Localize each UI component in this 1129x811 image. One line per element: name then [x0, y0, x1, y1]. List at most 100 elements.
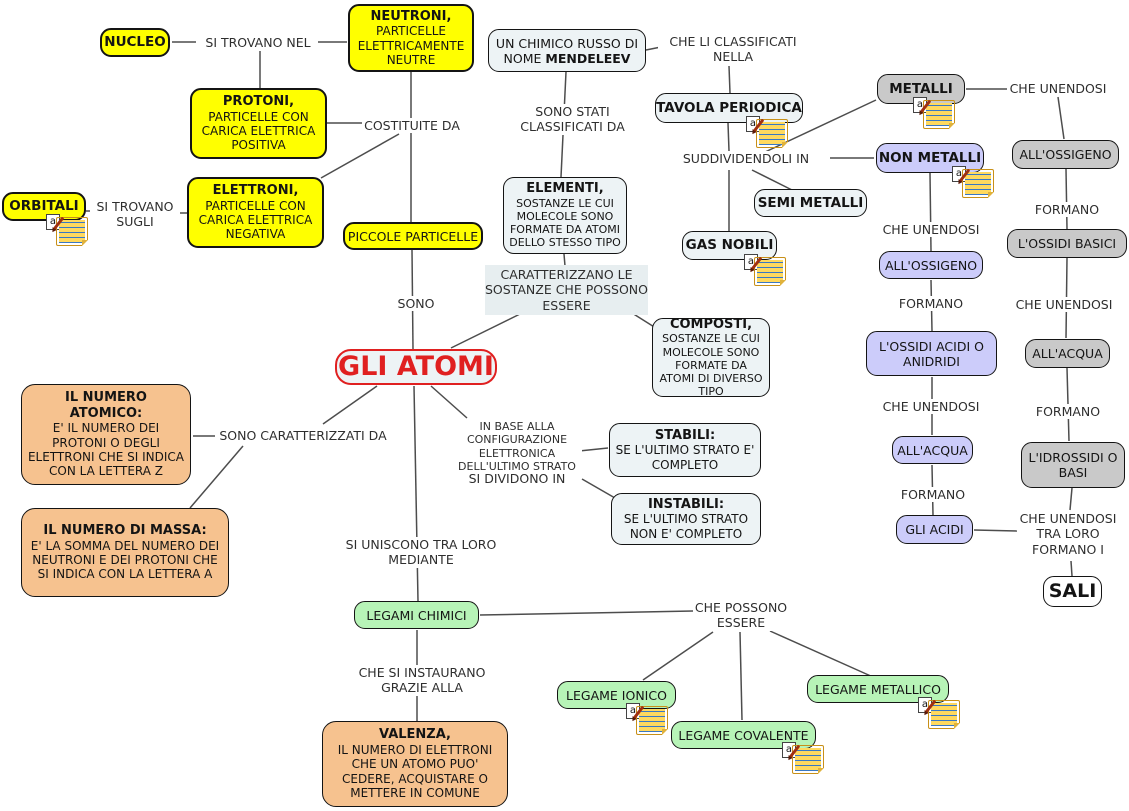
node-idrossidi-o-basi[interactable]: L'IDROSSIDI O BASI: [1021, 442, 1125, 488]
note-icon: [56, 217, 88, 246]
attachment-icon-non-metalli[interactable]: a: [952, 166, 994, 198]
link-label-sono: SONO: [394, 296, 438, 312]
node-neutroni[interactable]: NEUTRONI,PARTICELLE ELETTRICAMENTE NEUTR…: [348, 4, 474, 72]
node-label: ORBITALI: [9, 198, 79, 215]
node-title: NEUTRONI,: [370, 8, 452, 24]
link-label-costituite-da: COSTITUITE DA: [362, 118, 462, 134]
note-icon: [756, 119, 788, 148]
node-body: SE L'ULTIMO STRATO E' COMPLETO: [615, 443, 755, 472]
node-legame-ionico[interactable]: LEGAME IONICO: [557, 681, 676, 709]
link-label-caratterizzano: CARATTERIZZANO LE SOSTANZE CHE POSSONO E…: [485, 265, 648, 315]
attachment-icon-orbitali[interactable]: a: [46, 214, 88, 246]
node-label: GAS NOBILI: [685, 237, 774, 254]
link-label-che-possono-essere: CHE POSSONO ESSERE: [694, 600, 788, 631]
attachment-icon-legame-ionico[interactable]: a: [626, 703, 668, 735]
node-label: GLI ATOMI: [338, 350, 494, 382]
node-legami-chimici[interactable]: LEGAMI CHIMICI: [354, 601, 479, 629]
node-title: ELEMENTI,: [526, 181, 604, 197]
node-label: L'IDROSSIDI O BASI: [1028, 450, 1118, 480]
link-label-formano: FORMANO: [896, 296, 966, 312]
node-label: LEGAMI CHIMICI: [366, 607, 467, 623]
link-label-in-base-alla: IN BASE ALLA CONFIGURAZIONE ELETTRONICA …: [452, 420, 582, 474]
link-label-che-unendosi: CHE UNENDOSI: [881, 222, 981, 238]
node-gas-nobili[interactable]: GAS NOBILI: [682, 231, 777, 260]
node-nucleo[interactable]: NUCLEO: [100, 28, 170, 57]
link-label-si-trovano-sugli: SI TROVANO SUGLI: [90, 199, 180, 230]
node-label: METALLI: [889, 80, 953, 97]
link-label-che-unendosi: CHE UNENDOSI: [881, 399, 981, 415]
node-ossidi-acidi-o-anidridi[interactable]: L'OSSIDI ACIDI O ANIDRIDI: [866, 331, 997, 376]
node-body: IL NUMERO DI ELETTRONI CHE UN ATOMO PUO'…: [337, 743, 493, 801]
attachment-icon-legame-covalente[interactable]: a: [782, 742, 824, 774]
node-body: E' LA SOMMA DEL NUMERO DEI NEUTRONI E DE…: [30, 538, 220, 582]
node-body: PARTICELLE CON CARICA ELETTRICA NEGATIVA: [198, 198, 313, 242]
node-body: PARTICELLE CON CARICA ELETTRICA POSITIVA: [201, 109, 316, 153]
link-label-formano: FORMANO: [1032, 202, 1102, 218]
node-gli-atomi[interactable]: GLI ATOMI: [335, 349, 497, 385]
node-title: ELETTRONI,: [212, 183, 299, 199]
node-title: STABILI:: [654, 427, 716, 443]
node-label: SEMI METALLI: [757, 194, 864, 211]
node-all-acqua-non-metalli[interactable]: ALL'ACQUA: [892, 436, 973, 464]
node-text: UN CHIMICO RUSSO DI NOME: [495, 35, 639, 66]
node-title: VALENZA,: [379, 727, 451, 743]
link-label-che-unendosi: CHE UNENDOSI: [1014, 297, 1114, 313]
node-tavola-periodica[interactable]: TAVOLA PERIODICA: [655, 93, 803, 123]
link-label-si-trovano-nel: SI TROVANO NEL: [198, 35, 318, 51]
node-label: SALI: [1048, 580, 1097, 603]
node-chimico-russo[interactable]: UN CHIMICO RUSSO DI NOME MENDELEEV: [488, 29, 646, 72]
node-label: ALL'ACQUA: [1032, 346, 1103, 361]
node-label: PICCOLE PARTICELLE: [347, 228, 479, 244]
node-piccole-particelle[interactable]: PICCOLE PARTICELLE: [343, 222, 483, 250]
note-icon: [754, 257, 786, 286]
node-all-ossigeno-non-metalli[interactable]: ALL'OSSIGENO: [879, 251, 983, 279]
node-label: NON METALLI: [878, 149, 982, 166]
note-icon: [923, 100, 955, 129]
node-label: GLI ACIDI: [905, 522, 964, 537]
node-label: LEGAME IONICO: [566, 687, 667, 703]
node-elementi[interactable]: ELEMENTI,SOSTANZE LE CUI MOLECOLE SONO F…: [503, 177, 627, 254]
node-title: INSTABILI:: [647, 496, 725, 512]
node-elettroni[interactable]: ELETTRONI,PARTICELLE CON CARICA ELETTRIC…: [187, 177, 324, 248]
attachment-icon-tavola-periodica[interactable]: a: [746, 116, 788, 148]
attachment-icon-gas-nobili[interactable]: a: [744, 254, 786, 286]
link-label-suddividendoli-in: SUDDIVIDENDOLI IN: [662, 151, 830, 167]
node-non-metalli[interactable]: NON METALLI: [876, 143, 984, 173]
node-body: SOSTANZE LE CUI MOLECOLE SONO FORMATE DA…: [659, 332, 763, 399]
node-protoni[interactable]: PROTONI,PARTICELLE CON CARICA ELETTRICA …: [190, 88, 327, 159]
node-orbitali[interactable]: ORBITALI: [2, 192, 86, 221]
node-gli-acidi[interactable]: GLI ACIDI: [896, 515, 973, 544]
node-body: PARTICELLE ELETTRICAMENTE NEUTRE: [357, 24, 465, 67]
node-title: IL NUMERO DI MASSA:: [43, 523, 207, 539]
node-ossidi-basici[interactable]: L'OSSIDI BASICI: [1007, 229, 1127, 258]
node-label: L'OSSIDI BASICI: [1017, 236, 1117, 251]
attachment-icon-legame-metallico[interactable]: a: [918, 697, 960, 729]
node-body: SE L'ULTIMO STRATO NON E' COMPLETO: [623, 512, 749, 541]
node-composti[interactable]: COMPOSTI,SOSTANZE LE CUI MOLECOLE SONO F…: [652, 317, 770, 399]
attachment-icon-metalli[interactable]: a: [913, 97, 955, 129]
link-label-si-dividono-in: SI DIVIDONO IN: [462, 471, 572, 487]
node-sali[interactable]: SALI: [1043, 576, 1102, 607]
node-all-ossigeno-metalli[interactable]: ALL'OSSIGENO: [1012, 140, 1119, 169]
node-title: PROTONI,: [222, 94, 295, 110]
node-instabili[interactable]: INSTABILI:SE L'ULTIMO STRATO NON E' COMP…: [611, 493, 761, 545]
link-label-che-li-classificati: CHE LI CLASSIFICATI NELLA: [658, 34, 808, 65]
link-label-che-si-instaurano: CHE SI INSTAURANO GRAZIE ALLA: [350, 665, 494, 696]
node-label: LEGAME COVALENTE: [678, 727, 809, 743]
node-label: ALL'ACQUA: [897, 442, 968, 458]
node-body: E' IL NUMERO DEI PROTONI O DEGLI ELETTRO…: [27, 421, 185, 479]
link-label-si-uniscono: SI UNISCONO TRA LORO MEDIANTE: [342, 537, 500, 568]
node-semi-metalli[interactable]: SEMI METALLI: [754, 189, 867, 217]
node-numero-di-massa[interactable]: IL NUMERO DI MASSA:E' LA SOMMA DEL NUMER…: [21, 508, 229, 597]
link-label-formano: FORMANO: [898, 487, 968, 503]
link-label-sono-stati-classificati: SONO STATI CLASSIFICATI DA: [500, 104, 645, 135]
node-numero-atomico[interactable]: IL NUMERO ATOMICO:E' IL NUMERO DEI PROTO…: [21, 384, 191, 485]
node-text-bold: MENDELEEV: [545, 50, 631, 66]
node-all-acqua-metalli[interactable]: ALL'ACQUA: [1025, 339, 1110, 368]
node-label: L'OSSIDI ACIDI O ANIDRIDI: [879, 338, 984, 369]
node-label: TAVOLA PERIODICA: [656, 99, 802, 116]
node-stabili[interactable]: STABILI:SE L'ULTIMO STRATO E' COMPLETO: [609, 423, 761, 477]
node-valenza[interactable]: VALENZA,IL NUMERO DI ELETTRONI CHE UN AT…: [322, 721, 508, 807]
